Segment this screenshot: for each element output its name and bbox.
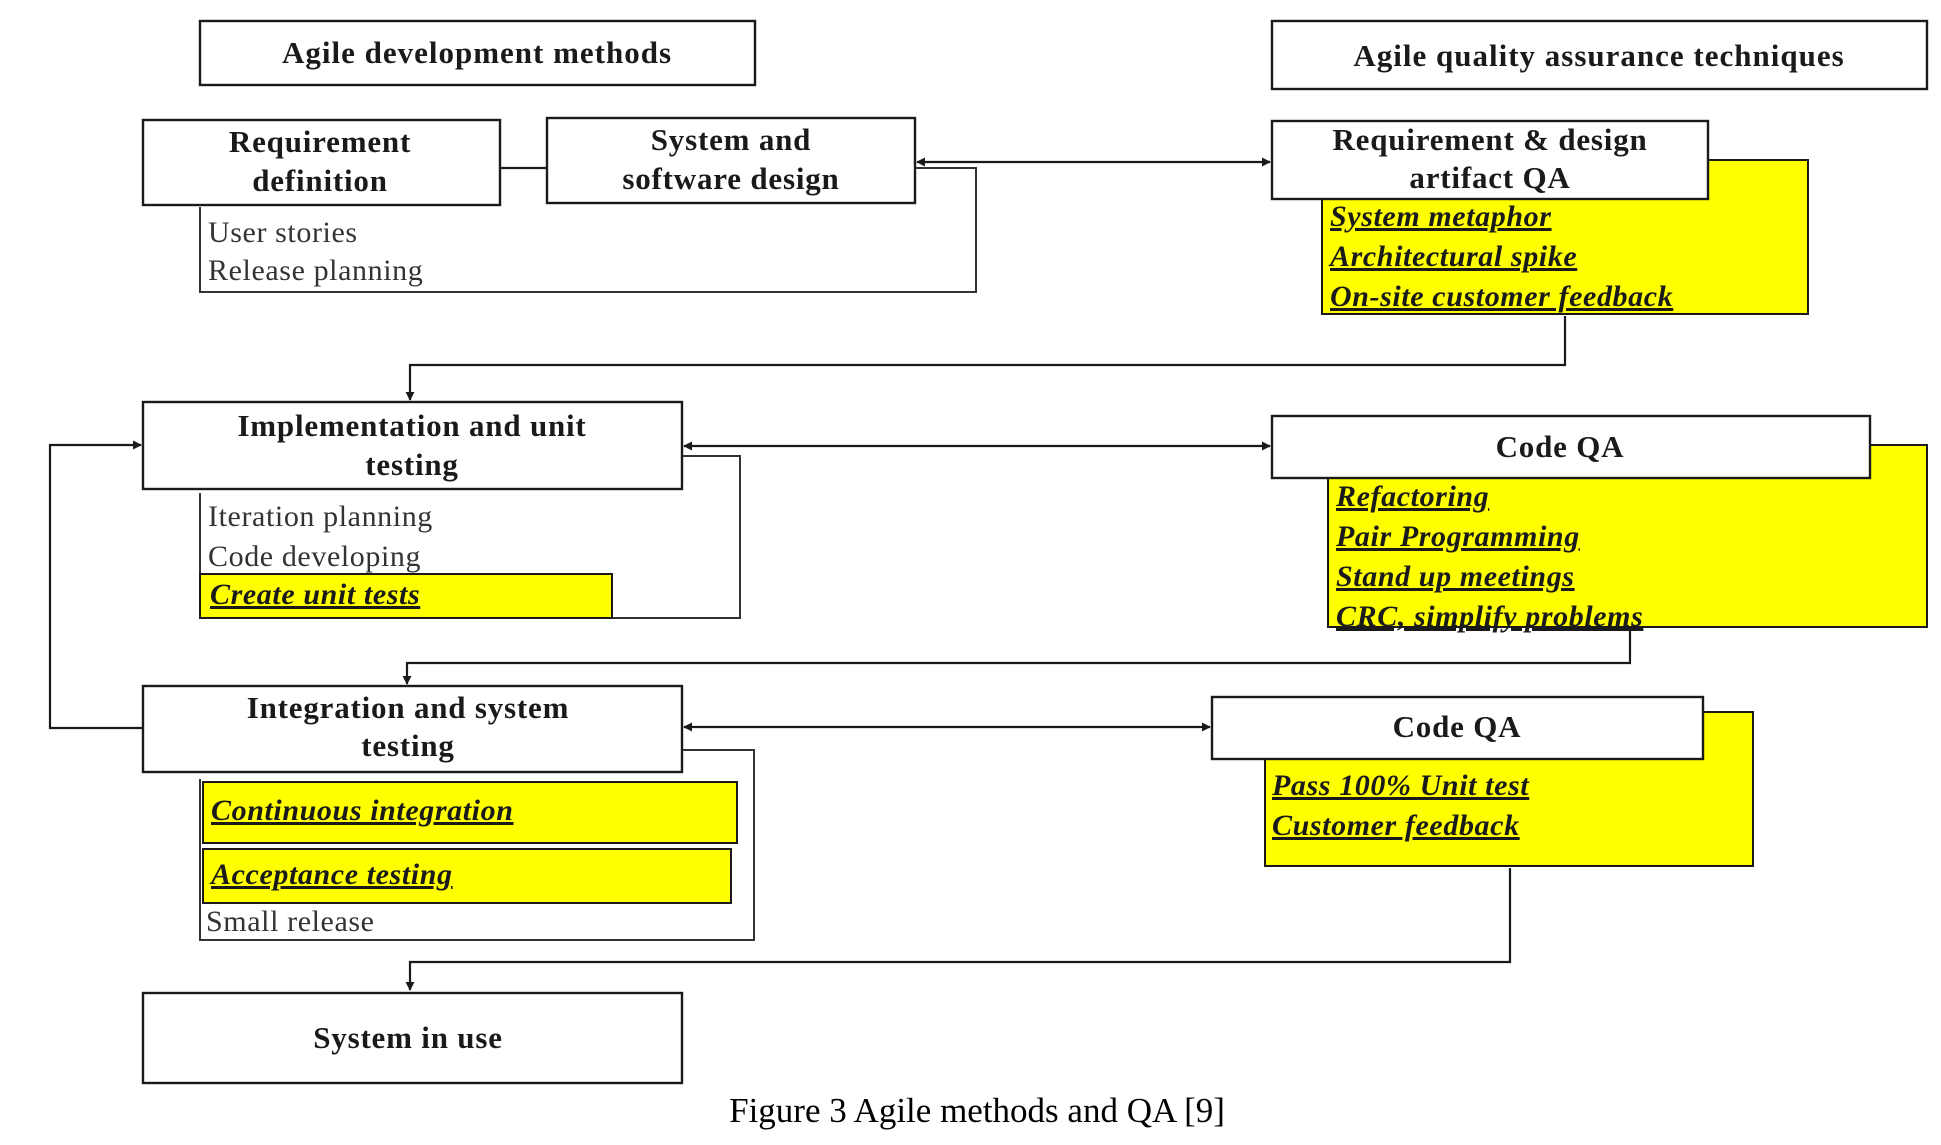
req-design-qa-group: Requirement & design artifact QA System … (1270, 119, 1809, 315)
figure-caption: Figure 3 Agile methods and QA [9] (729, 1091, 1225, 1130)
integration-line1: Integration and system (247, 690, 569, 725)
system-in-use-text: System in use (313, 1020, 503, 1055)
method-create-unit-tests: Create unit tests (210, 578, 420, 611)
method-code-developing: Code developing (208, 540, 421, 573)
impl-line2: testing (365, 447, 458, 482)
req-def-line2: definition (252, 163, 387, 198)
header-left: Agile development methods (198, 19, 757, 87)
header-left-text: Agile development methods (282, 35, 672, 70)
integration-line2: testing (361, 728, 454, 763)
req-design-qa-title-line1: Requirement & design (1332, 122, 1647, 157)
continuous-integration-highlight: Continuous integration (202, 781, 738, 844)
code-qa-2-title: Code QA (1393, 709, 1522, 744)
sys-design-line2: software design (622, 161, 839, 196)
code-qa-group: Code QA Refactoring Pair Programming Sta… (1270, 414, 1928, 633)
tech-crc: CRC, simplify problems (1336, 600, 1643, 633)
code-qa-to-integration-arrow (402, 630, 1632, 685)
code-qa-title: Code QA (1496, 429, 1625, 464)
tech-system-metaphor: System metaphor (1330, 200, 1552, 233)
method-small-release: Small release (206, 905, 375, 938)
req-design-qa-title-line2: artifact QA (1409, 160, 1570, 195)
impl-line1: Implementation and unit (237, 408, 586, 443)
header-right-text: Agile quality assurance techniques (1353, 38, 1844, 73)
method-continuous-integration: Continuous integration (211, 794, 514, 827)
tech-onsite-feedback: On-site customer feedback (1330, 280, 1673, 313)
method-iteration-planning: Iteration planning (208, 500, 433, 533)
code-qa-2-group: Code QA Pass 100% Unit test Customer fee… (1210, 695, 1754, 867)
code-qa-2-to-system-arrow (405, 868, 1512, 991)
method-acceptance-testing: Acceptance testing (209, 858, 453, 891)
tech-refactoring: Refactoring (1335, 480, 1489, 513)
method-user-stories: User stories (208, 216, 358, 249)
header-right: Agile quality assurance techniques (1270, 19, 1929, 91)
tech-customer-feedback: Customer feedback (1272, 809, 1520, 842)
system-design-box: System and software design (545, 116, 917, 205)
acceptance-testing-highlight: Acceptance testing (202, 848, 732, 904)
design-qa-to-impl-arrow (405, 316, 1567, 401)
integration-methods-bracket (199, 749, 755, 941)
tech-architectural-spike: Architectural spike (1328, 240, 1577, 273)
requirement-definition-box: Requirement definition (141, 118, 502, 207)
tech-stand-up-meetings: Stand up meetings (1336, 560, 1575, 593)
sys-design-line1: System and (651, 122, 811, 157)
system-in-use-box: System in use (141, 991, 684, 1085)
feedback-loop-arrow (48, 440, 143, 730)
create-unit-tests-highlight: Create unit tests (199, 573, 613, 619)
method-release-planning: Release planning (208, 254, 423, 287)
req-methods-bracket (199, 167, 977, 293)
integration-box: Integration and system testing (141, 684, 684, 774)
req-def-line1: Requirement (229, 124, 411, 159)
tech-pass-unit-test: Pass 100% Unit test (1271, 769, 1530, 802)
tech-pair-programming: Pair Programming (1335, 520, 1580, 553)
implementation-box: Implementation and unit testing (141, 400, 684, 491)
